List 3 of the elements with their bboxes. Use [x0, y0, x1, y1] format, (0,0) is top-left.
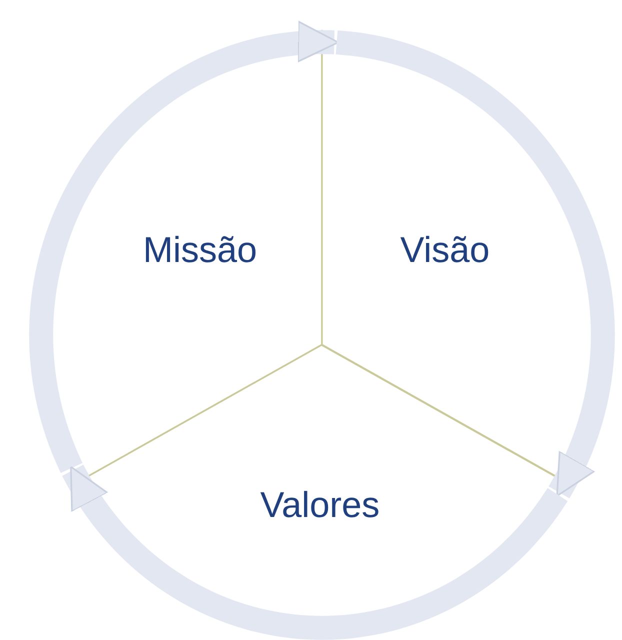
- sector-label: Valores: [260, 484, 380, 526]
- sector-label: Missão: [142, 228, 257, 271]
- sector-label: Visão: [400, 228, 490, 271]
